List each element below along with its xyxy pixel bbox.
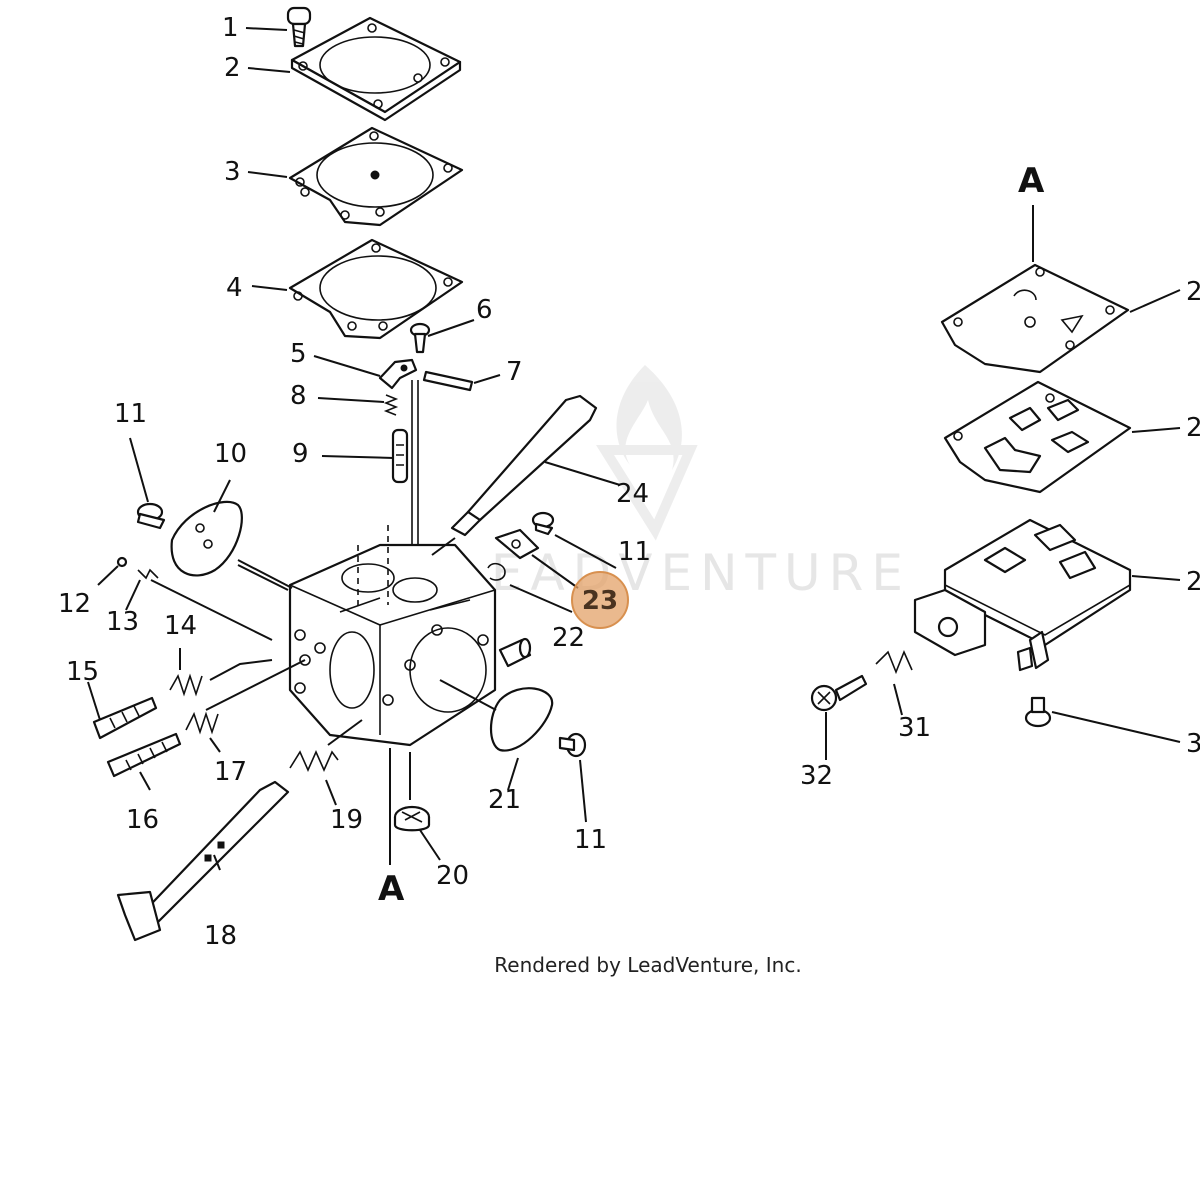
label-6: 6	[476, 295, 493, 325]
label-20: 20	[436, 861, 469, 891]
label-a-right: A	[1018, 161, 1045, 201]
label-16: 16	[126, 805, 159, 835]
v-logo-icon	[595, 445, 698, 541]
label-17: 17	[214, 757, 247, 787]
part-4-gasket	[288, 238, 464, 340]
detail-screw-32	[810, 674, 868, 712]
highlighted-part-23[interactable]: 23	[571, 571, 629, 629]
detail-gasket-2	[943, 380, 1132, 494]
label-11-upper-right: 11	[618, 537, 651, 567]
part-3-diaphragm	[288, 126, 464, 227]
part-6-screw	[409, 322, 431, 354]
part-21-disc	[489, 687, 554, 752]
label-19: 19	[330, 805, 363, 835]
carburetor-body	[288, 525, 497, 747]
label-11-upper-left: 11	[114, 399, 147, 429]
body-nozzle	[498, 637, 532, 668]
part-labels-left: 1 2 3 4 5 6 7 8 9 10 11 11 11 12 13 14 1…	[58, 13, 651, 951]
label-24: 24	[616, 479, 649, 509]
label-22: 22	[552, 623, 585, 653]
detail-spring-31	[875, 649, 913, 675]
part-12-ball	[116, 556, 128, 568]
part-13-spring	[137, 568, 159, 580]
label-8: 8	[290, 381, 307, 411]
label-31: 31	[898, 713, 931, 743]
credit-text: Rendered by LeadVenture, Inc.	[494, 953, 801, 977]
label-3: 3	[224, 157, 241, 187]
label-detail-top: 2	[1186, 277, 1200, 307]
part-18-shaft	[116, 780, 290, 942]
label-detail-middle: 2	[1186, 413, 1200, 443]
label-7: 7	[506, 357, 523, 387]
part-16-screw	[106, 732, 182, 778]
label-12: 12	[58, 589, 91, 619]
part-10-disc	[170, 500, 243, 577]
part-23-plate	[494, 528, 540, 560]
part-11-screw-lower	[558, 732, 587, 758]
part-24-shaft	[450, 394, 598, 537]
label-18: 18	[204, 921, 237, 951]
label-2: 2	[224, 53, 241, 83]
label-15: 15	[66, 657, 99, 687]
part-19-spring	[289, 750, 339, 772]
detail-gasket-1	[940, 263, 1130, 374]
part-5-lever	[378, 358, 418, 390]
label-21: 21	[488, 785, 521, 815]
label-14: 14	[164, 611, 197, 641]
part-2-cover-plate	[290, 16, 462, 122]
label-13: 13	[106, 607, 139, 637]
label-detail-body: 2	[1186, 567, 1200, 597]
label-10: 10	[214, 439, 247, 469]
part-1-screw	[286, 6, 312, 48]
part-11-screw-upper-right	[531, 511, 555, 536]
part-22-clip	[487, 562, 506, 581]
label-detail-bottom: 3	[1186, 729, 1200, 759]
label-a-left: A	[378, 869, 405, 909]
part-7-pin	[422, 370, 474, 392]
flame-logo-icon	[616, 365, 682, 470]
lever-shaft	[411, 380, 419, 560]
part-11-screw-left	[136, 502, 166, 530]
label-9: 9	[292, 439, 309, 469]
label-1: 1	[222, 13, 239, 43]
label-5: 5	[290, 339, 307, 369]
label-4: 4	[226, 273, 243, 303]
detail-screw-bottom	[1024, 696, 1052, 728]
part-14-spring	[169, 673, 203, 697]
label-23[interactable]: 23	[582, 586, 618, 616]
detail-pump-body	[913, 518, 1132, 672]
part-9-needle	[391, 428, 409, 484]
part-17-spring	[185, 711, 219, 735]
leadventure-watermark: LEADVENTURE	[455, 365, 903, 602]
part-15-screw	[92, 696, 158, 740]
leader-lines-left	[87, 27, 621, 871]
label-32: 32	[800, 761, 833, 791]
part-20-filter	[393, 805, 431, 832]
detail-view-a: A	[800, 161, 1200, 791]
part-8-spring	[383, 394, 399, 416]
label-11-lower: 11	[574, 825, 607, 855]
